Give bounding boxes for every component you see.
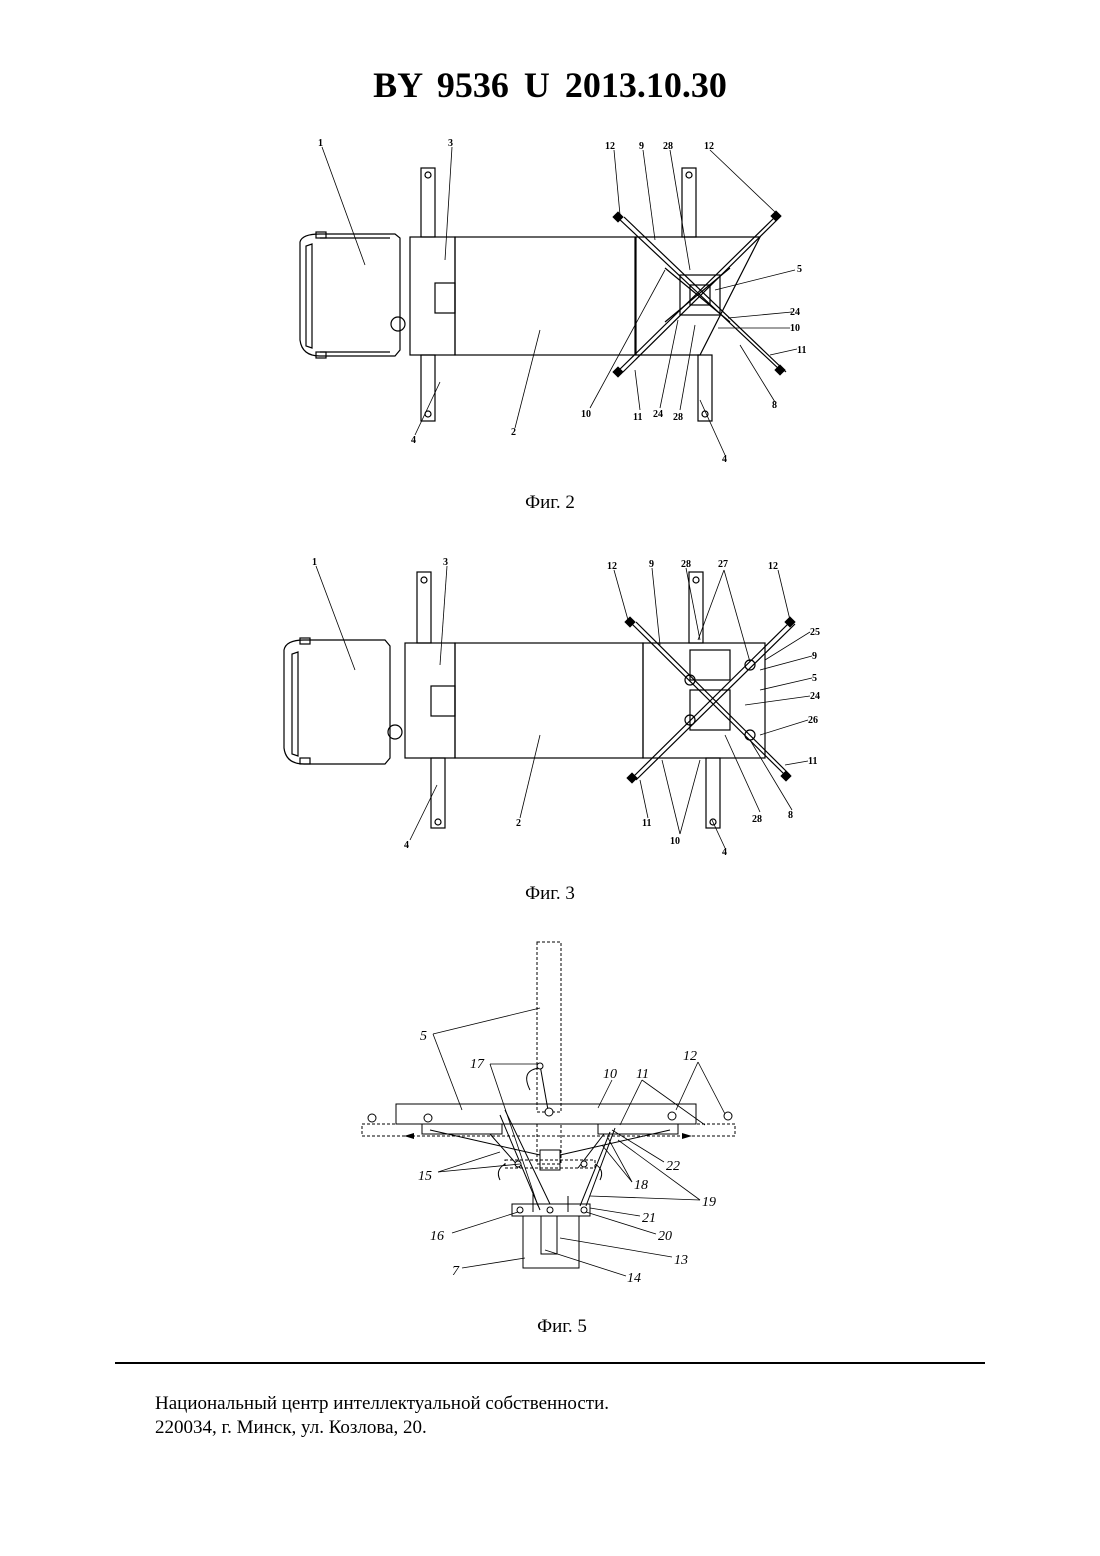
fig5-label: 21 — [642, 1211, 656, 1226]
fig5-label: 12 — [683, 1049, 697, 1064]
fig5-label: 15 — [418, 1169, 432, 1184]
fig5-label: 19 — [702, 1195, 716, 1210]
fig5-label: 10 — [603, 1067, 617, 1082]
fig5-label: 7 — [452, 1264, 460, 1279]
footer-address: 220034, г. Минск, ул. Козлова, 20. — [155, 1416, 609, 1440]
footer-organization: Национальный центр интеллектуальной собс… — [155, 1392, 609, 1416]
fig5-label: 22 — [666, 1159, 680, 1174]
fig5-label: 16 — [430, 1229, 444, 1244]
fig5-label: 20 — [658, 1229, 672, 1244]
fig5-label: 17 — [470, 1057, 485, 1072]
fig5-label: 14 — [627, 1271, 641, 1286]
fig5-label: 18 — [634, 1178, 648, 1193]
footer-block: Национальный центр интеллектуальной собс… — [155, 1392, 609, 1440]
figure-5-drawing: 5 17 10 11 12 15 18 22 19 21 16 20 13 7 … — [0, 0, 1100, 1300]
fig5-label: 11 — [636, 1067, 649, 1082]
figure-5-caption: Фиг. 5 — [462, 1316, 662, 1338]
fig5-label: 13 — [674, 1253, 688, 1268]
footer-divider — [115, 1362, 985, 1364]
fig5-label: 5 — [420, 1029, 427, 1044]
